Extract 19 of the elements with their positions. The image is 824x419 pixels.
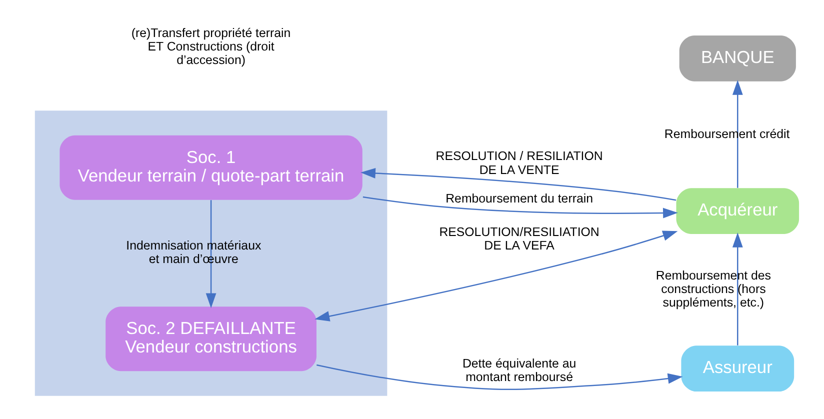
node-box: Assureur xyxy=(681,346,794,392)
arrow xyxy=(206,200,216,308)
edge-label: Dette équivalente au montant remboursé xyxy=(462,356,576,384)
node-box: Acquéreur xyxy=(676,188,800,234)
label: (re)Transfert propriété terrain ET Constructions (droit d’accession) xyxy=(131,26,291,68)
arrow xyxy=(360,168,676,201)
edge-label: RESOLUTION/RESILIATION DE LA VEFA xyxy=(439,224,600,253)
edge-label: Indemnisation matériaux et main d’œuvre xyxy=(126,238,262,266)
edge-label: RESOLUTION / RESILIATION DE LA VENTE xyxy=(436,149,603,177)
edge-label: Remboursement du terrain xyxy=(446,191,593,206)
node-box: Soc. 1 Vendeur terrain / quote-part terrain xyxy=(60,135,362,200)
cluster xyxy=(34,110,388,396)
arrow xyxy=(732,80,743,188)
arrow xyxy=(362,196,678,218)
node-box: BANQUE xyxy=(679,36,796,82)
arrow xyxy=(314,230,678,322)
arrow xyxy=(732,232,743,346)
node-box: Soc. 2 DEFAILLANTE Vendeur constructions xyxy=(106,306,316,372)
arrow xyxy=(316,364,683,390)
